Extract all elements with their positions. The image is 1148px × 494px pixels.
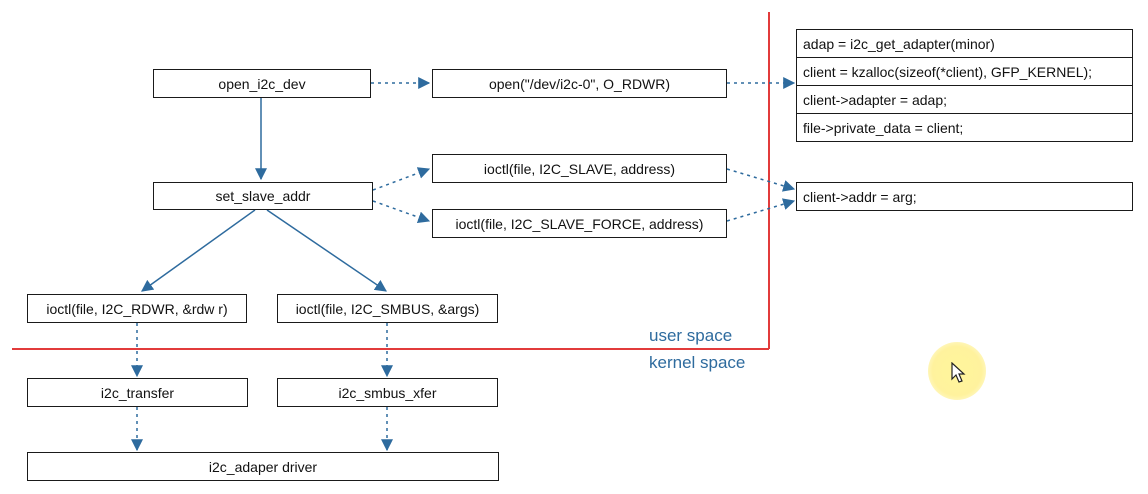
mouse-cursor-icon (951, 362, 966, 383)
open-detail-row: client = kzalloc(sizeof(*client), GFP_KE… (796, 57, 1133, 86)
arrow-ioctl-slave-to-client-addr (726, 168, 796, 192)
client-addr-box: client->addr = arg; (796, 182, 1133, 211)
ioctl-rdwr-box: ioctl(file, I2C_RDWR, &rdw r) (27, 294, 247, 323)
kernel-space-label: kernel space (649, 353, 746, 372)
ioctl-slave-box: ioctl(file, I2C_SLAVE, address) (432, 154, 727, 183)
i2c-smbus-xfer-box: i2c_smbus_xfer (277, 378, 498, 407)
i2c-transfer-box: i2c_transfer (27, 378, 248, 407)
set-slave-addr-box: set_slave_addr (153, 182, 373, 210)
arrow-set-slave-to-rdwr (141, 209, 256, 292)
open-i2c-dev-box: open_i2c_dev (153, 69, 371, 98)
arrow-set-slave-to-smbus (266, 209, 387, 292)
ioctl-smbus-box: ioctl(file, I2C_SMBUS, &args) (277, 294, 498, 323)
i2c-adapter-driver-box: i2c_adaper driver (27, 452, 499, 481)
arrow-ioctl-force-to-client-addr (726, 198, 796, 222)
arrow-set-slave-to-ioctl-slave (372, 167, 431, 191)
open-detail-row: client->adapter = adap; (796, 85, 1133, 114)
open-detail-row: file->private_data = client; (796, 113, 1133, 142)
open-details-table: adap = i2c_get_adapter(minor) client = k… (796, 29, 1133, 142)
ioctl-slave-force-box: ioctl(file, I2C_SLAVE_FORCE, address) (432, 209, 727, 238)
open-detail-row: adap = i2c_get_adapter(minor) (796, 29, 1133, 58)
open-call-box: open("/dev/i2c-0", O_RDWR) (432, 69, 727, 98)
arrow-set-slave-to-ioctl-force (372, 200, 431, 224)
user-space-label: user space (649, 326, 733, 345)
